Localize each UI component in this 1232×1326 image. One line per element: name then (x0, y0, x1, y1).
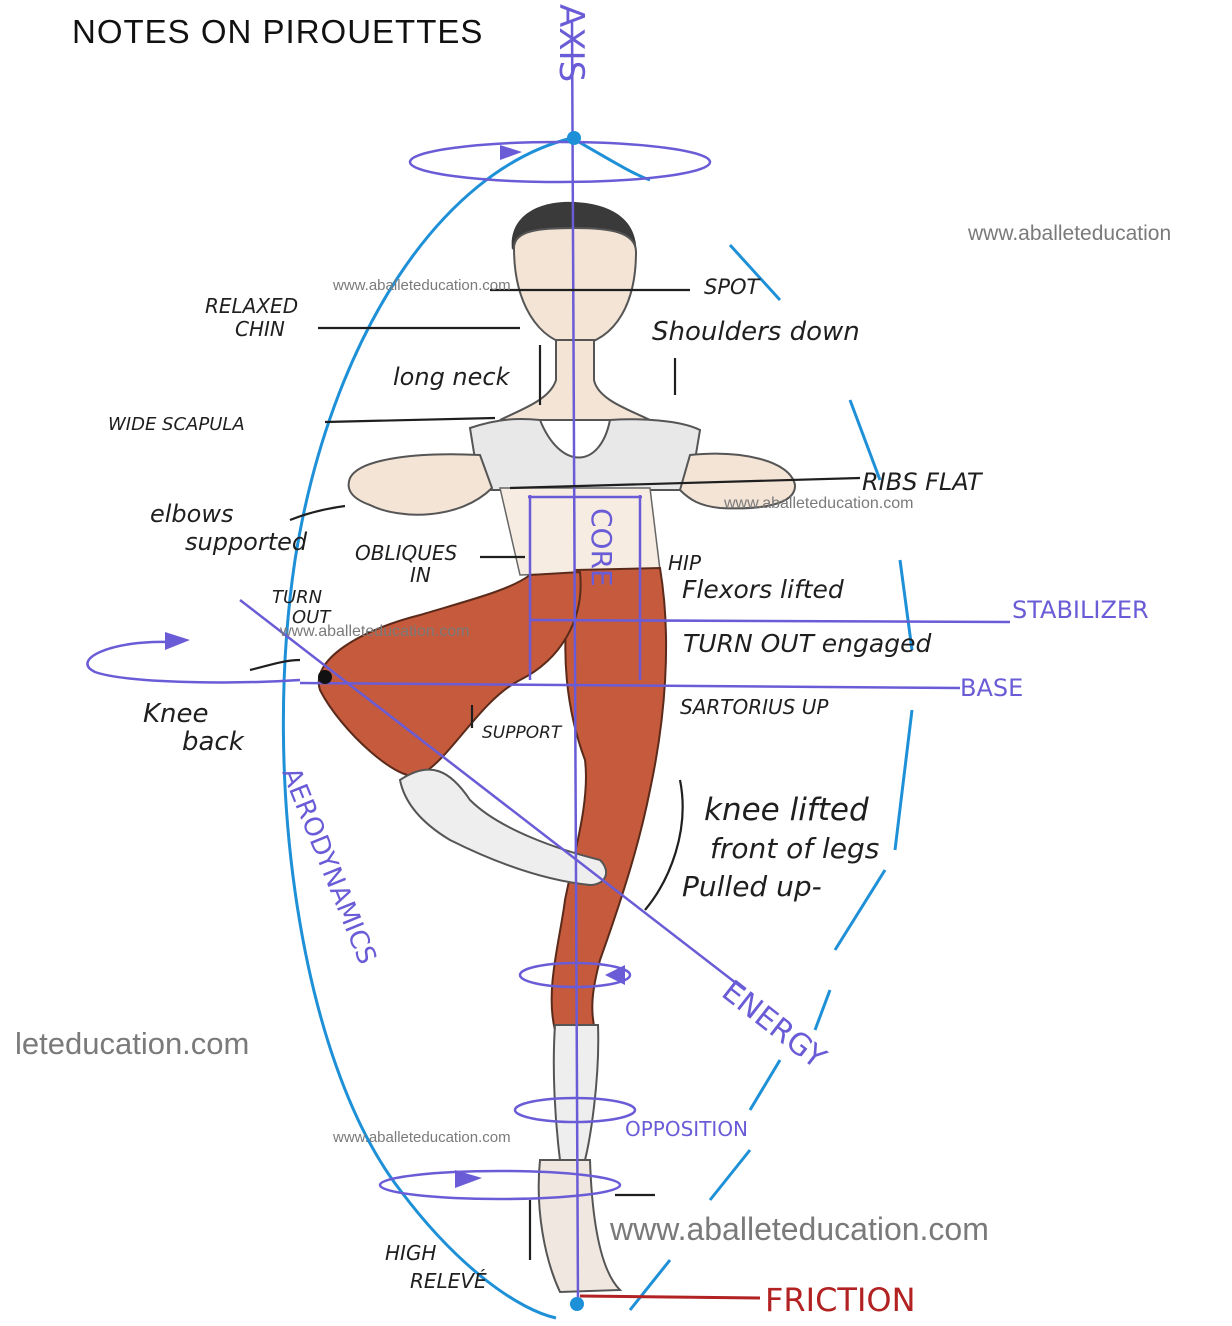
friction-label: FRICTION (765, 1281, 916, 1319)
dancer-shirt (470, 419, 700, 490)
dancer-face (514, 228, 636, 346)
front-of-legs-label: front of legs (710, 832, 879, 865)
watermark-ankle: www.aballeteducation.com (332, 1129, 511, 1146)
flexors-lifted-label: Flexors lifted (682, 575, 844, 604)
elbows-label: elbows (150, 500, 233, 528)
knee-back-pointer (250, 660, 300, 670)
energy-label: ENERGY (715, 974, 833, 1077)
spot-label: SPOT (704, 275, 762, 299)
wide-scapula-label: WIDE SCAPULA (108, 414, 245, 435)
standing-leg (552, 568, 666, 1030)
watermark-bottom: www.aballeteducation.com (609, 1211, 989, 1247)
base-label: BASE (960, 674, 1023, 702)
base-spin-arrow (87, 642, 300, 683)
core-label: CORE (585, 508, 618, 587)
watermark-top-right: www.aballeteducation (967, 222, 1171, 245)
watermark-left: leteducation.com (15, 1026, 249, 1061)
knee-dot (318, 670, 332, 684)
obliques-label: OBLIQUES (355, 541, 458, 565)
releve-label: RELEVÉ (410, 1269, 487, 1293)
page-title: NOTES ON PIROUETTES (72, 13, 483, 50)
support-label: SUPPORT (482, 723, 563, 743)
watermark-head: www.aballeteducation.com (332, 277, 511, 294)
knee-lifted-label: knee lifted (704, 792, 869, 828)
working-thigh (319, 572, 581, 776)
supported-label: supported (185, 528, 308, 556)
relaxed-label: RELAXED (205, 294, 298, 318)
knee-lifted-pointer (645, 780, 683, 910)
left-arm (349, 454, 492, 514)
aero-right-dashes (630, 245, 912, 1310)
pulled-up-label: Pulled up- (682, 870, 822, 903)
opposition-label: OPPOSITION (625, 1117, 748, 1141)
scapula-pointer (325, 418, 495, 422)
high-label: HIGH (385, 1241, 436, 1265)
long-neck-label: long neck (393, 363, 511, 391)
axis-bottom-dot (570, 1297, 584, 1311)
in-label: IN (410, 563, 431, 587)
stabilizer-label: STABILIZER (1012, 596, 1149, 624)
watermark-hip: www.aballeteducation.com (279, 623, 469, 640)
shoulders-down-label: Shoulders down (652, 317, 860, 347)
arrowhead-base (165, 632, 190, 650)
back-label: back (182, 727, 245, 757)
axis-top-dot (567, 131, 581, 145)
sartorius-label: SARTORIUS UP (680, 695, 829, 719)
chin-label: CHIN (235, 317, 285, 341)
turn-label: TURN (272, 587, 322, 608)
turn-out-engaged-label: TURN OUT engaged (683, 629, 931, 658)
knee-label: Knee (143, 699, 209, 729)
dancer-torso (500, 488, 660, 575)
hip-label: HIP (668, 551, 702, 575)
elbows-pointer (290, 506, 345, 520)
friction-line (580, 1296, 760, 1298)
axis-label: AXIS (551, 4, 591, 82)
watermark-ribs: www.aballeteducation.com (723, 495, 913, 512)
head-spin-ellipse (410, 142, 710, 182)
ribs-flat-label: RIBS FLAT (862, 468, 984, 496)
